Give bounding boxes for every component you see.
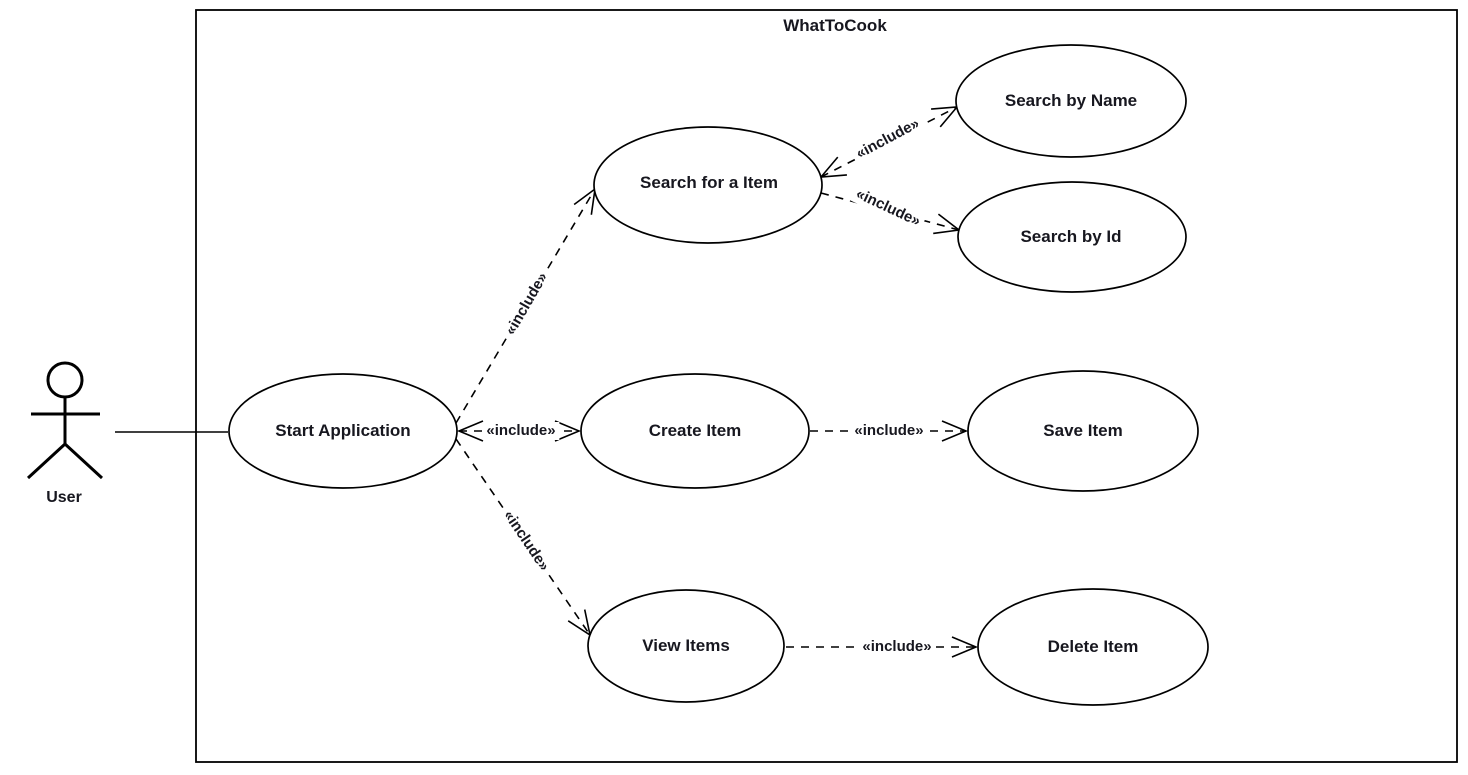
use-case-create-item (580, 373, 810, 489)
use-case-search-by-id (957, 181, 1187, 293)
use-case-label-search-by-id: Search by Id (1020, 227, 1122, 246)
include-label-create-item-save-item: «include» (850, 422, 928, 440)
use-case-search-by-name (955, 44, 1187, 158)
use-case-search-for-item (593, 126, 823, 244)
use-case-view-items (587, 589, 785, 703)
use-case-label-search-by-name: Search by Name (1004, 91, 1138, 110)
actor-right-leg (63, 442, 104, 480)
use-case-delete-item (977, 588, 1209, 706)
use-case-label-delete-item: Delete Item (1047, 637, 1139, 656)
use-case-label-create-item: Create Item (648, 421, 742, 440)
use-case-label-search-for-item: Search for a Item (640, 173, 778, 192)
use-case-label-save-item: Save Item (1043, 421, 1123, 440)
use-case-label-start-application: Start Application (275, 421, 411, 440)
system-boundary-title: WhatToCook (783, 16, 887, 35)
use-case-save-item (967, 370, 1199, 492)
include-label-start-application-create-item: «include» (482, 422, 560, 440)
include-edge-start-application-view-items (455, 438, 592, 637)
actor-user-icon (26, 361, 104, 480)
actor-left-leg (26, 442, 67, 480)
use-case-start-application (228, 373, 458, 489)
use-case-label-view-items: View Items (642, 636, 730, 655)
system-boundary-box (195, 9, 1458, 763)
include-label-view-items-delete-item: «include» (858, 638, 936, 656)
actor-user-label: User (46, 489, 82, 506)
actor-head (46, 361, 84, 399)
